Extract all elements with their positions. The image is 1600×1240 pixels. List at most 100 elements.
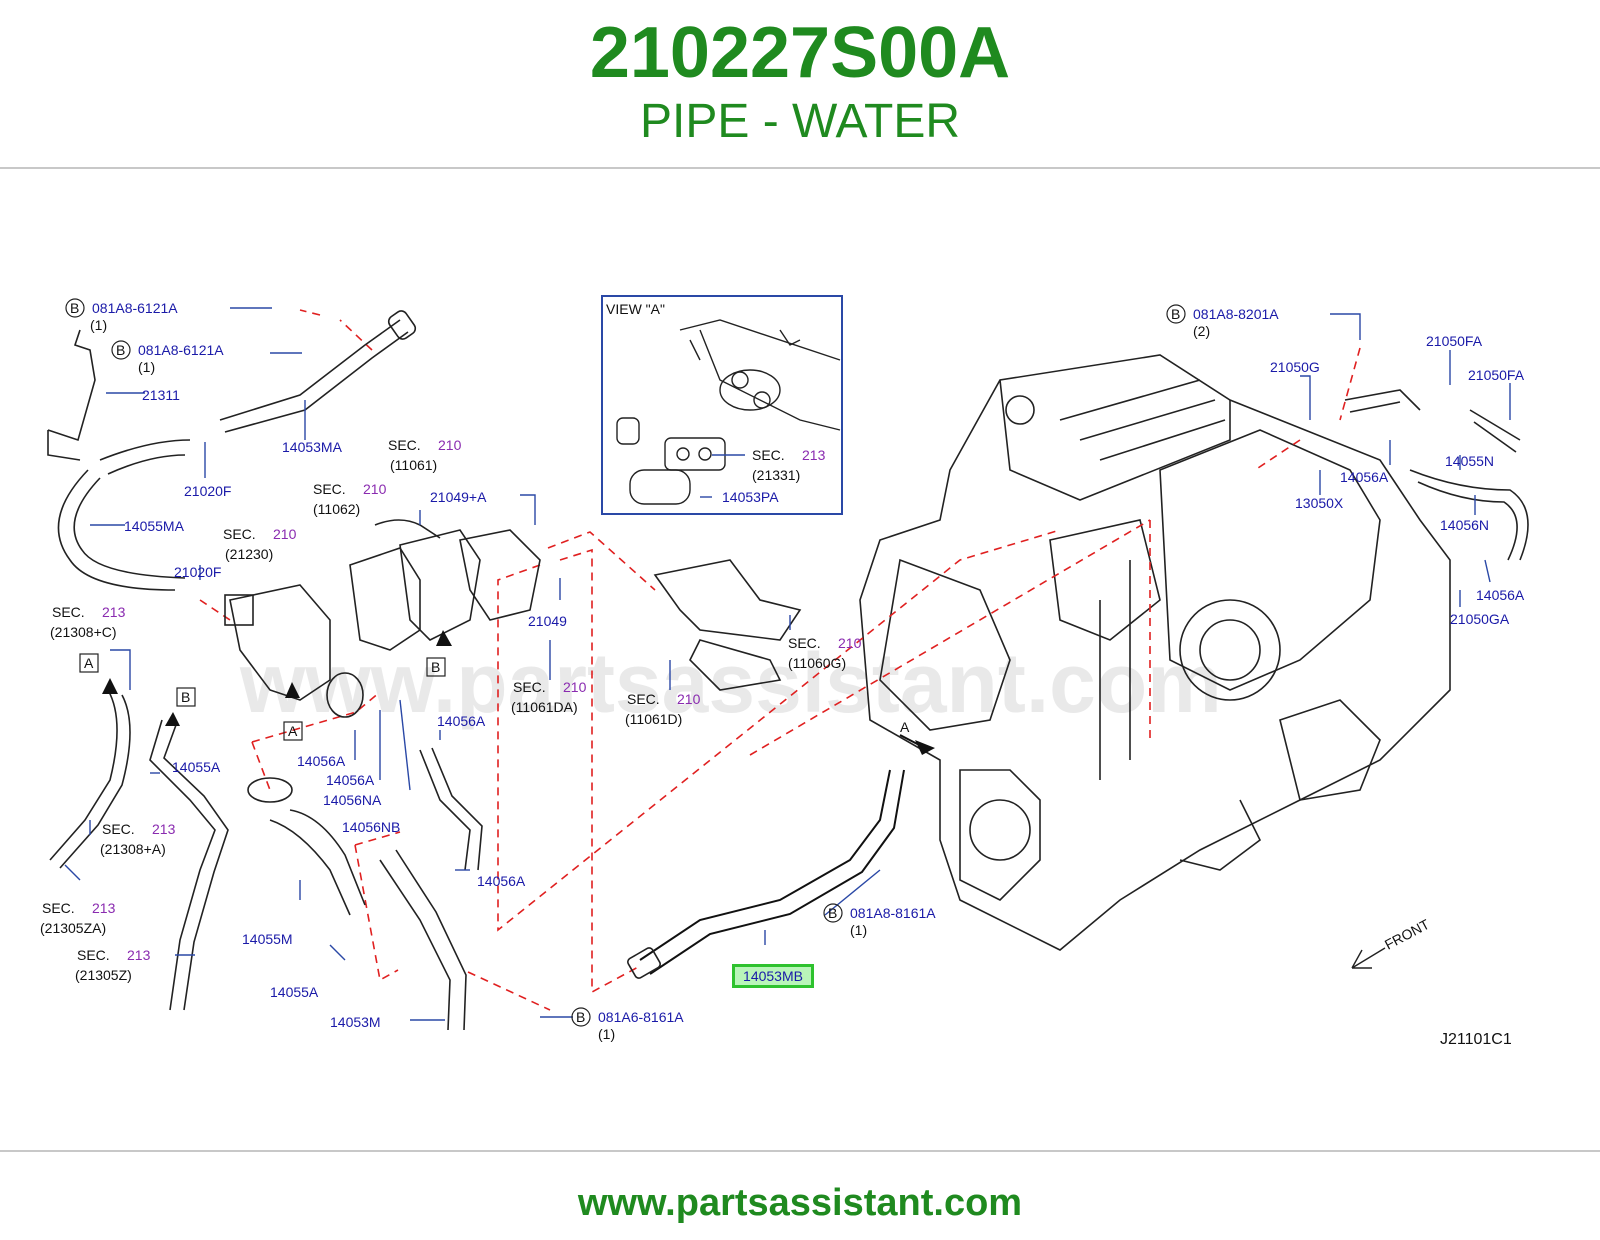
bolt-qty: (1) — [598, 1026, 615, 1042]
part-label: 14056N — [1440, 517, 1489, 533]
ref-box-label: B — [431, 659, 440, 675]
watermark: www.partsassistant.com — [239, 636, 1222, 730]
sec-number: 210 — [563, 679, 587, 695]
ref-box-b-mid: B — [426, 657, 446, 677]
section-ref-11061d: SEC. 210 (11061D) — [625, 691, 701, 727]
bolt-qty: (2) — [1193, 323, 1210, 339]
part-label: 21049+A — [430, 489, 487, 505]
sec-sub: (11061D) — [625, 711, 682, 727]
bolt-prefix: B — [1171, 306, 1180, 322]
section-ref-21305za: SEC. 213 (21305ZA) — [40, 900, 116, 936]
sec-prefix: SEC. — [788, 635, 821, 651]
section-ref-21308a: SEC. 213 (21308+A) — [100, 821, 176, 857]
bolt-prefix: B — [828, 905, 837, 921]
sec-sub: (11061DA) — [511, 699, 578, 715]
part-label: 14053PA — [722, 489, 779, 505]
bolt-callout-2: B 081A8-6121A (1) — [111, 340, 224, 375]
sec-sub: (21308+C) — [50, 624, 117, 640]
sec-number: 210 — [677, 691, 701, 707]
ref-box-label: B — [181, 689, 190, 705]
bolt-qty: (1) — [850, 922, 867, 938]
sec-prefix: SEC. — [513, 679, 546, 695]
part-label: 14056A — [477, 873, 526, 889]
sec-prefix: SEC. — [627, 691, 660, 707]
arrow-a-label: A — [900, 719, 910, 735]
bolt-prefix: B — [116, 342, 125, 358]
part-label: 14056NA — [323, 792, 382, 808]
footer-divider — [0, 1150, 1600, 1152]
engine-block-drawing — [859, 354, 1451, 951]
part-number: 210227S00A — [589, 13, 1011, 93]
front-label: FRONT — [1382, 916, 1432, 953]
sec-sub: (21308+A) — [100, 841, 166, 857]
part-label: 14055M — [242, 931, 293, 947]
part-label: 14055A — [172, 759, 221, 775]
sec-prefix: SEC. — [52, 604, 85, 620]
sec-prefix: SEC. — [388, 437, 421, 453]
part-label: 14055MA — [124, 518, 185, 534]
sec-number: 210 — [438, 437, 462, 453]
header: 210227S00A PIPE - WATER — [0, 0, 1600, 168]
part-label: 21050FA — [1426, 333, 1483, 349]
part-label: 21050FA — [1468, 367, 1525, 383]
part-label: 14056A — [297, 753, 346, 769]
sec-number: 210 — [273, 526, 297, 542]
sec-sub: (21230) — [225, 546, 273, 562]
section-ref-11062: SEC. 210 (11062) — [313, 481, 387, 517]
part-label: 14056NB — [342, 819, 400, 835]
ref-box-a-left: A — [79, 653, 99, 673]
part-label: 21020F — [184, 483, 231, 499]
part-label: 14053M — [330, 1014, 381, 1030]
part-label: 14056A — [437, 713, 486, 729]
bolt-callout-4: B 081A8-8161A (1) — [823, 903, 936, 938]
section-ref-11061: SEC. 210 (11061) — [388, 437, 462, 473]
part-label: 21049 — [528, 613, 567, 629]
part-label: 21311 — [142, 387, 180, 403]
sec-prefix: SEC. — [102, 821, 135, 837]
bolt-qty: (1) — [138, 359, 155, 375]
bolt-number: 081A8-6121A — [138, 342, 224, 358]
sec-sub: (11060G) — [788, 655, 846, 671]
sec-number: 213 — [92, 900, 116, 916]
part-label: 14055N — [1445, 453, 1494, 469]
footer-url[interactable]: www.partsassistant.com — [577, 1182, 1023, 1224]
bolt-prefix: B — [70, 300, 79, 316]
header-divider — [0, 167, 1600, 169]
ref-box-label: A — [288, 723, 298, 739]
part-label: 13050X — [1295, 495, 1344, 511]
bolt-callout-5: B 081A6-8161A (1) — [571, 1007, 684, 1042]
section-ref-21305z: SEC. 213 (21305Z) — [75, 947, 151, 983]
front-arrow-icon — [1351, 947, 1386, 969]
section-ref-11060g: SEC. 210 (11060G) — [788, 635, 862, 671]
part-label: 14056A — [1476, 587, 1525, 603]
sec-number: 210 — [363, 481, 387, 497]
leader-lines — [64, 307, 1511, 1021]
part-label: 21020F — [174, 564, 221, 580]
part-labels: 21311 14053MA 21020F 14055MA 21020F 2104… — [124, 333, 1525, 1030]
sec-prefix: SEC. — [313, 481, 346, 497]
part-label: 14055A — [270, 984, 319, 1000]
section-ref-21308c: SEC. 213 (21308+C) — [50, 604, 126, 640]
sec-sub: (21331) — [752, 467, 800, 483]
bolt-number: 081A8-8201A — [1193, 306, 1279, 322]
sec-sub: (11062) — [313, 501, 360, 517]
part-label: 14053MA — [282, 439, 343, 455]
sec-prefix: SEC. — [223, 526, 256, 542]
sec-prefix: SEC. — [752, 447, 785, 463]
sec-number: 213 — [102, 604, 126, 620]
sec-sub: (21305ZA) — [40, 920, 106, 936]
section-ref-11061da: SEC. 210 (11061DA) — [511, 679, 587, 715]
view-a-label: VIEW "A" — [606, 301, 665, 317]
highlighted-part-label[interactable]: 14053MB — [732, 964, 814, 988]
sec-number: 213 — [802, 447, 826, 463]
sec-prefix: SEC. — [42, 900, 75, 916]
section-ref-21331: SEC. 213 (21331) — [752, 447, 826, 483]
diagram-code: J21101C1 — [1440, 1031, 1512, 1048]
sec-prefix: SEC. — [77, 947, 110, 963]
section-ref-21230: SEC. 210 (21230) — [223, 526, 297, 562]
part-label: 14056A — [1340, 469, 1389, 485]
ref-box-label: A — [84, 655, 94, 671]
sec-number: 210 — [838, 635, 862, 651]
sec-number: 213 — [127, 947, 151, 963]
